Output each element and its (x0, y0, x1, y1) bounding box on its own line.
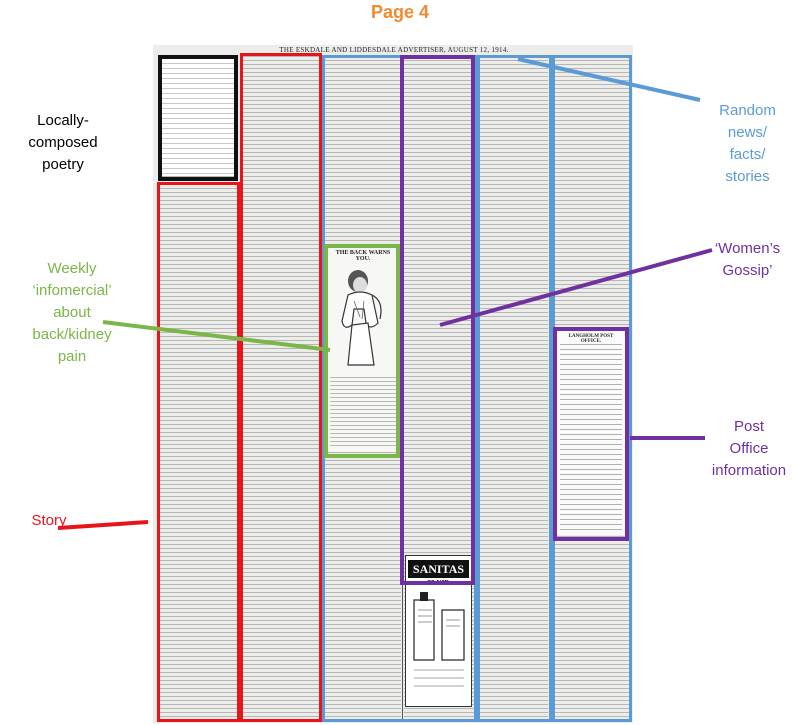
woman-figure-illustration (341, 270, 382, 366)
sanitas-bottle-illustration (413, 592, 465, 687)
random-news-leader-line (517, 57, 701, 102)
advert-heading: THE BACK WARNS YOU. (335, 250, 391, 262)
infomercial-leader-line (102, 320, 331, 352)
post-office-block: LANGHOLM POST OFFICE. (557, 330, 625, 535)
text-column-2 (242, 56, 320, 720)
poem-block (162, 58, 234, 176)
label-story: Story (31, 512, 67, 529)
sanitas-advert: SANITAS FLUID (405, 555, 472, 707)
newspaper-masthead: THE ESKDALE AND LIDDESDALE ADVERTISER, A… (279, 46, 509, 54)
page-title: Page 4 (370, 2, 430, 22)
poetry-box (158, 55, 238, 181)
random-news-box-middle (477, 55, 552, 722)
womens-gossip-box (400, 55, 475, 585)
story-leader-line (57, 520, 149, 530)
story-box-column-2 (240, 53, 322, 722)
story-box-column-1 (157, 182, 240, 722)
back-pain-advert: THE BACK WARNS YOU. (328, 247, 398, 452)
post-office-box (553, 327, 629, 541)
womens-gossip-leader-line (439, 248, 713, 327)
post-office-heading: LANGHOLM POST OFFICE. (568, 334, 614, 344)
random-news-box-left (322, 55, 477, 722)
sanitas-brand: SANITAS (408, 560, 469, 578)
text-column-5 (478, 56, 548, 720)
